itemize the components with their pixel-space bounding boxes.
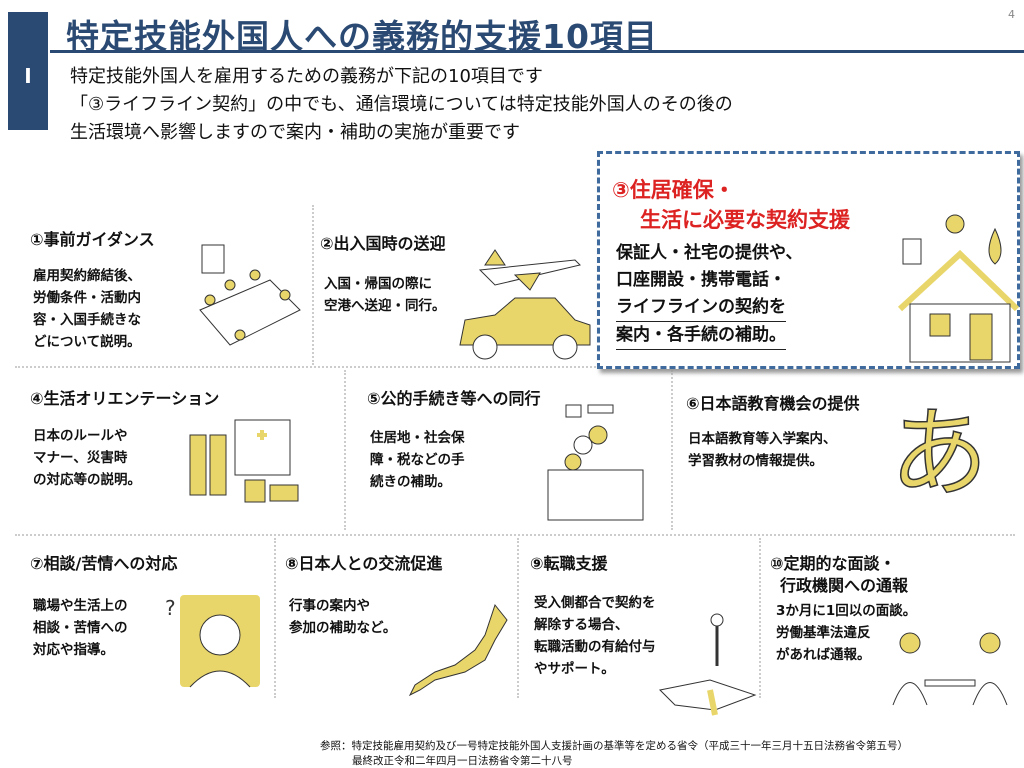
item-body: 住居地・社会保障・税などの手続きの補助。 bbox=[370, 430, 465, 490]
highlight-title: 生活に必要な契約支援 bbox=[640, 208, 850, 232]
intro-line: 生活環境へ影響しますので案内・補助の実施が重要です bbox=[70, 122, 520, 143]
svg-text:?: ? bbox=[165, 596, 176, 620]
divider bbox=[274, 538, 276, 698]
intro-line: 特定技能外国人を雇用するための義務が下記の10項目です bbox=[70, 66, 543, 87]
hiragana-a-icon: あ bbox=[889, 397, 989, 511]
crossroads-illustration-icon bbox=[658, 613, 757, 716]
item-title: ⑥日本語教育機会の提供 bbox=[686, 394, 860, 413]
highlight-title: ③住居確保・ bbox=[612, 178, 735, 202]
japan-map-icon bbox=[408, 603, 508, 697]
airplane-car-illustration-icon bbox=[459, 249, 591, 360]
item-body: 日本のルールやマナー、災害時の対応等の説明。 bbox=[33, 428, 141, 488]
item-title: ⑩定期的な面談・ bbox=[770, 554, 896, 573]
divider bbox=[671, 370, 673, 530]
section-marker: I bbox=[8, 12, 48, 130]
divider bbox=[15, 534, 1015, 536]
divider bbox=[312, 205, 314, 365]
footer-reference: 参照：特定技能雇用契約及び一号特定技能外国人支援計画の基準等を定める省令（平成三… bbox=[320, 740, 908, 752]
meeting-illustration-icon bbox=[199, 244, 301, 346]
title-divider bbox=[50, 50, 1024, 53]
intro-line: 「③ライフライン契約」の中でも、通信環境については特定技能外国人のその後の bbox=[70, 94, 733, 115]
item-title: 行政機関への通報 bbox=[780, 576, 909, 595]
interview-illustration-icon bbox=[892, 632, 1008, 706]
item-body: 受入側都合で契約を解除する場合、転職活動の有給付与やサポート。 bbox=[534, 595, 656, 677]
item-body: 日本語教育等入学案内、学習教材の情報提供。 bbox=[688, 431, 837, 469]
item-body: 職場や生活上の相談・苦情への対応や指導。 bbox=[33, 598, 128, 658]
item-body: 入国・帰国の際に空港へ送迎・同行。 bbox=[324, 276, 446, 314]
emergency-supplies-illustration-icon bbox=[189, 419, 299, 503]
item-body: 3か月に1回以の面談。労働基準法違反があれば通報。 bbox=[776, 603, 917, 663]
item-title: ①事前ガイダンス bbox=[30, 230, 155, 249]
page-number: 4 bbox=[1008, 8, 1015, 21]
item-title: ⑤公的手続き等への同行 bbox=[367, 389, 541, 408]
item-title: ⑨転職支援 bbox=[530, 554, 608, 573]
divider bbox=[517, 538, 519, 698]
divider bbox=[759, 538, 761, 698]
divider bbox=[344, 370, 346, 530]
footer-reference: 最終改正令和二年四月一日法務省令第二十八号 bbox=[352, 755, 573, 767]
highlight-body: 保証人・社宅の提供や、口座開設・携帯電話・ライフラインの契約を案内・各手続の補助… bbox=[616, 240, 803, 350]
page-title: 特定技能外国人への義務的支援10項目 bbox=[66, 17, 658, 56]
office-counter-illustration-icon bbox=[547, 404, 644, 521]
item-body: 行事の案内や参加の補助など。 bbox=[289, 598, 397, 636]
item-title: ②出入国時の送迎 bbox=[320, 234, 446, 253]
item-title: ⑦相談/苦情への対応 bbox=[30, 554, 178, 573]
divider bbox=[15, 366, 1015, 368]
highlight-card-housing-support: ③住居確保・ 生活に必要な契約支援 保証人・社宅の提供や、口座開設・携帯電話・ラ… bbox=[597, 151, 1020, 369]
item-title: ④生活オリエンテーション bbox=[30, 389, 220, 408]
item-body: 雇用契約締結後、労働条件・活動内容・入国手続きなどについて説明。 bbox=[33, 268, 141, 350]
item-title: ⑧日本人との交流促進 bbox=[285, 554, 443, 573]
worried-person-illustration-icon: ? bbox=[165, 595, 260, 688]
section-number: I bbox=[24, 64, 32, 88]
house-utilities-illustration-icon bbox=[897, 214, 1020, 363]
